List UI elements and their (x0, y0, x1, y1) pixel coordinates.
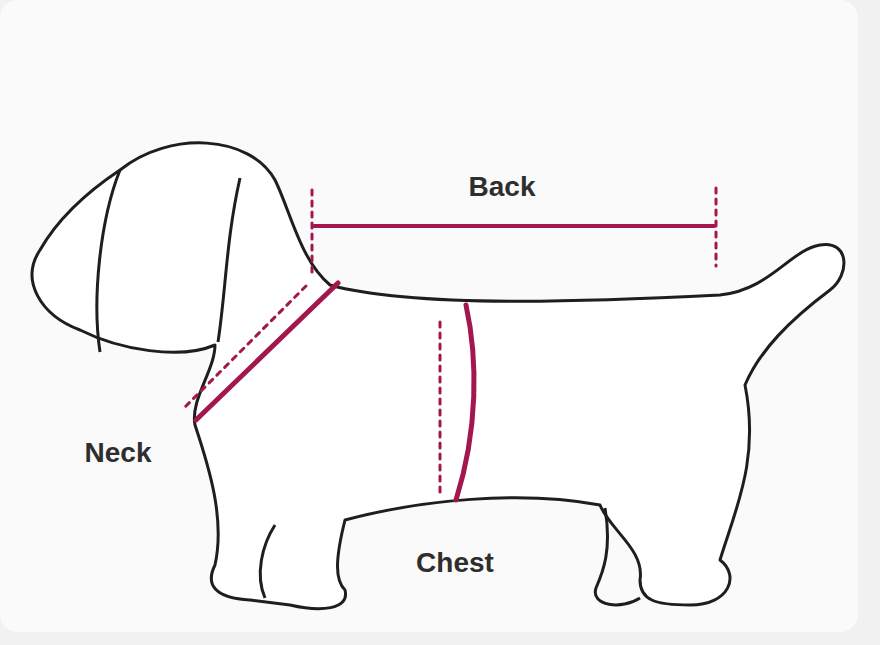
ear-back-edge (218, 178, 240, 342)
back-start-tick (311, 190, 314, 278)
neck-label: Neck (85, 438, 152, 469)
front-leg-line (260, 525, 275, 598)
chest-measure-line (456, 305, 474, 500)
neck-measure-line (196, 283, 338, 420)
back-measure-line (314, 224, 714, 228)
card-ground (0, 0, 858, 632)
dog-outline (32, 143, 844, 609)
chest-label: Chest (416, 548, 494, 579)
neck-back-dashes (184, 286, 306, 408)
ear-front-edge (97, 170, 120, 352)
back-label: Back (469, 172, 536, 203)
hind-leg-line (595, 508, 640, 605)
chest-back-dashes (439, 322, 442, 492)
